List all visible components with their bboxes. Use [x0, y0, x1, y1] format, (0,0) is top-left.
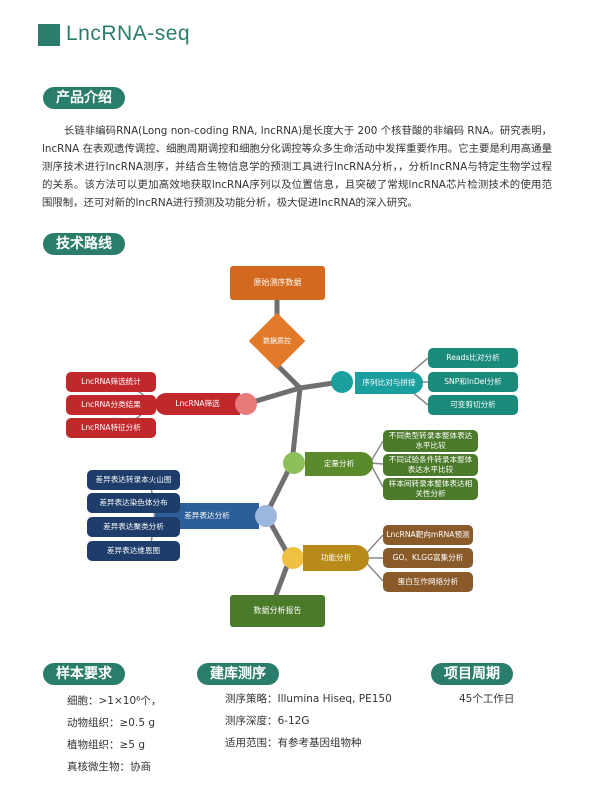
- sample-requirements: 细胞：>1×10⁶个， 动物组织：≥0.5 g 植物组织：≥5 g 真核微生物：…: [67, 690, 161, 778]
- flow-func-node: 功能分析: [303, 545, 369, 571]
- func-item-enrichment: GO、KLGG富集分析: [383, 548, 473, 568]
- section-intro-heading: 产品介绍: [43, 87, 125, 109]
- flow-func-dot: [282, 547, 304, 569]
- quant-item-condition: 不同试验条件转录本整体表达水平比较: [383, 454, 478, 476]
- align-item-reads: Reads比对分析: [428, 348, 518, 368]
- sample-item: 动物组织：≥0.5 g: [67, 717, 155, 729]
- flow-quant-dot: [283, 452, 305, 474]
- flow-align-node: 序列比对与拼接: [355, 372, 423, 394]
- filter-item-stats: LncRNA筛选统计: [66, 372, 156, 392]
- library-item: 适用范围：有参考基因组物种: [225, 737, 362, 749]
- flow-quant-node: 定量分析: [305, 452, 373, 476]
- flow-align-dot: [331, 371, 353, 393]
- library-details: 测序策略：Illumina Hiseq, PE150 测序深度：6-12G 适用…: [225, 688, 392, 754]
- title-marker: [38, 24, 60, 46]
- diff-item-venn: 差异表达维恩图: [87, 541, 180, 561]
- library-item: 测序策略：Illumina Hiseq, PE150: [225, 693, 392, 705]
- quant-item-correlation: 样本间转录本整体表达相关性分析: [383, 478, 478, 500]
- section-route-heading: 技术路线: [43, 233, 125, 255]
- section-period-heading: 项目周期: [431, 663, 513, 685]
- sample-item: 植物组织：≥5 g: [67, 739, 145, 751]
- sample-item: 真核微生物：协商: [67, 761, 151, 773]
- filter-item-class: LncRNA分类结果: [66, 395, 156, 415]
- flow-report-node: 数据分析报告: [230, 595, 325, 627]
- flow-start-node: 原始测序数据: [230, 266, 325, 300]
- sample-item: 细胞：>1×10⁶个，: [67, 695, 162, 707]
- func-item-target: LncRNA靶向mRNA预测: [383, 525, 473, 545]
- diff-item-chromosome: 差异表达染色体分布: [87, 493, 180, 513]
- quant-item-type: 不同类型转录本整体表达水平比较: [383, 430, 478, 452]
- library-item: 测序深度：6-12G: [225, 715, 310, 727]
- page-title: LncRNA-seq: [66, 22, 191, 45]
- filter-item-feature: LncRNA特征分析: [66, 418, 156, 438]
- flow-filter-dot: [235, 393, 257, 415]
- section-sample-heading: 样本要求: [43, 663, 125, 685]
- align-item-splicing: 可变剪切分析: [428, 395, 518, 415]
- diff-item-cluster: 差异表达聚类分析: [87, 517, 180, 537]
- func-item-ppi: 蛋白互作网络分析: [383, 572, 473, 592]
- flow-diff-dot: [255, 505, 277, 527]
- intro-paragraph: 长链非编码RNA(Long non-coding RNA, lncRNA)是长度…: [42, 125, 552, 209]
- align-item-snp: SNP和InDel分析: [428, 372, 518, 392]
- flow-filter-node: LncRNA筛选: [155, 393, 240, 415]
- period-value: 45个工作日: [459, 693, 515, 705]
- flow-qc-label: 数据质控: [263, 337, 291, 345]
- diff-item-volcano: 差异表达转录本火山图: [87, 470, 180, 490]
- section-library-heading: 建库测序: [197, 663, 279, 685]
- flow-connectors: [124, 297, 429, 598]
